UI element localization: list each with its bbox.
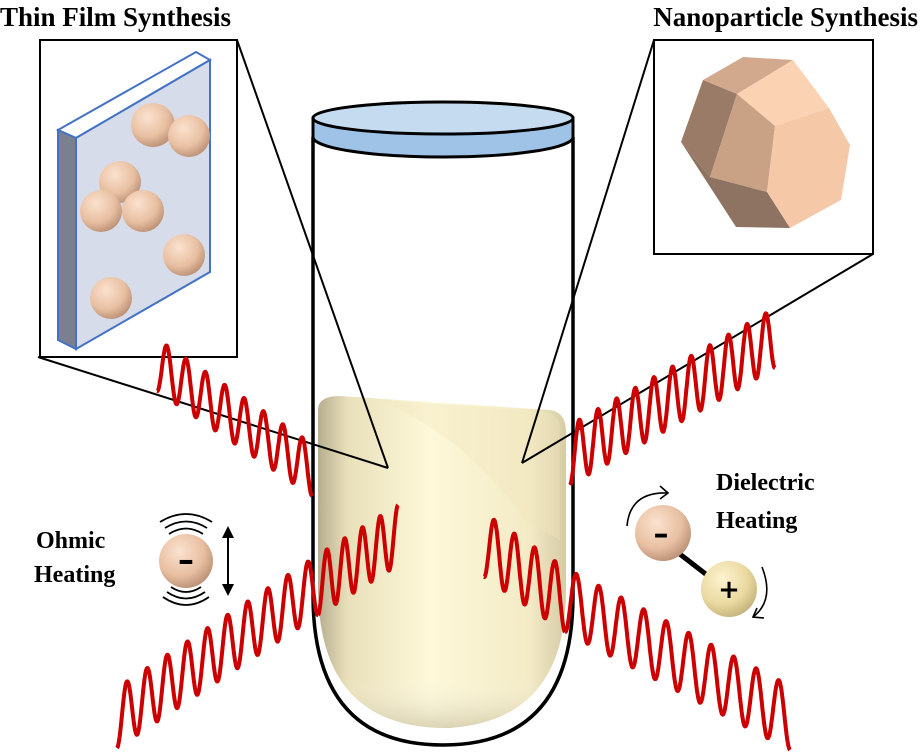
microwave-waves [115,311,792,752]
wave-upper-left [155,343,314,498]
polyhedron-nanoparticle [681,57,850,228]
solution [318,396,566,729]
ohmic-charge-sign: – [178,541,194,579]
test-tube-icon [311,137,575,747]
vial-cap [311,100,575,159]
dipole-negative-sign: – [654,517,669,552]
vibration-arcs-icon [159,513,213,606]
double-arrow-icon [222,526,234,596]
wave-lower-right-outer [563,571,792,752]
dielectric-label-line2: Heating [716,508,797,534]
ohmic-label-line2: Heating [34,562,115,588]
rotation-arrow-icon [626,485,768,619]
wave-lower-left-outer [115,559,320,750]
wave-lower-left-inner [316,503,400,617]
deposited-particles [80,103,210,319]
wave-lower-right-inner [482,517,567,634]
dielectric-heating: Dielectric Heating – + [626,470,815,619]
wave-upper-right [568,311,777,487]
dielectric-label-line1: Dielectric [716,470,815,496]
thin-film-inset [39,39,238,358]
title-nanoparticle: Nanoparticle Synthesis [653,2,918,32]
ohmic-label-line1: Ohmic [36,528,106,554]
title-thin-film: Thin Film Synthesis [0,2,231,32]
negative-charge-icon: – [159,534,213,588]
dipole-icon: – + [626,485,768,619]
nanoparticle-inset [653,39,874,255]
dipole-positive-sign: + [718,575,740,605]
ohmic-heating: Ohmic Heating – [34,513,234,606]
